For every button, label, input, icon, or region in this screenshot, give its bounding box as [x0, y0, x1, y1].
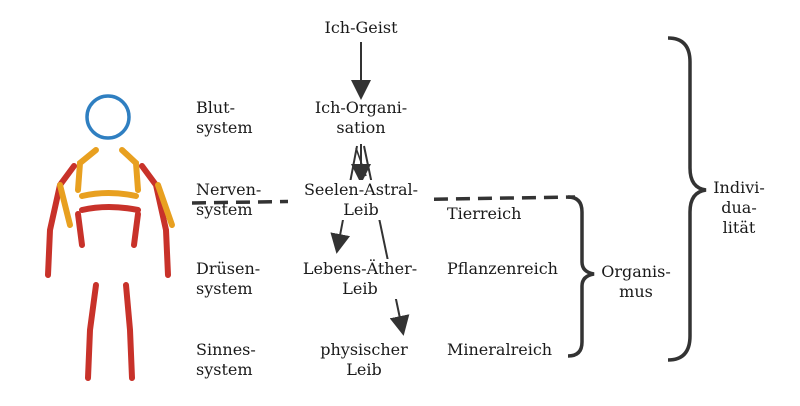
- label-ich-geist: Ich-Geist: [324, 18, 398, 37]
- torso-left: [75, 211, 85, 248]
- label-sinnessystem: Sinnes- system: [196, 340, 256, 379]
- arm-left: [45, 163, 77, 278]
- label-seelen-astral-leib: Seelen-Astral- Leib: [288, 180, 434, 220]
- label-lebens-aether-leib: Lebens-Äther- Leib: [290, 259, 430, 299]
- label-organismus: Organis- mus: [601, 262, 671, 301]
- label-tierreich: Tierreich: [447, 204, 522, 223]
- hand-right-orange: [155, 182, 175, 228]
- arm-right: [139, 163, 171, 278]
- label-ich-organisation: Ich-Organi- sation: [314, 98, 408, 137]
- label-nervensystem: Nerven- system: [196, 180, 262, 219]
- shoulder-left: [75, 147, 99, 193]
- waist-band: [79, 204, 141, 213]
- label-pflanzenreich: Pflanzenreich: [447, 259, 558, 278]
- leg-right: [123, 282, 135, 381]
- arrow-to-physisch: [363, 145, 410, 336]
- label-individualitaet: Indivi- dua- lität: [713, 178, 765, 237]
- label-druesensystem: Drüsen- system: [196, 259, 261, 298]
- chest-band: [79, 190, 139, 199]
- bracket-organismus: [567, 195, 595, 358]
- label-blutsystem: Blut- system: [196, 98, 253, 137]
- dashed-divider: [191, 195, 576, 205]
- torso-right: [131, 211, 141, 248]
- head-circle: [85, 94, 131, 140]
- label-physischer-leib: physischer Leib: [320, 340, 408, 379]
- shoulder-right: [119, 147, 141, 193]
- hand-left-orange: [57, 182, 73, 228]
- label-mineralreich: Mineralreich: [447, 340, 553, 359]
- arrow-astral-split-left: [355, 147, 367, 177]
- brace-individualitaet: [667, 36, 707, 362]
- leg-left: [85, 282, 99, 381]
- human-figure: [45, 94, 175, 381]
